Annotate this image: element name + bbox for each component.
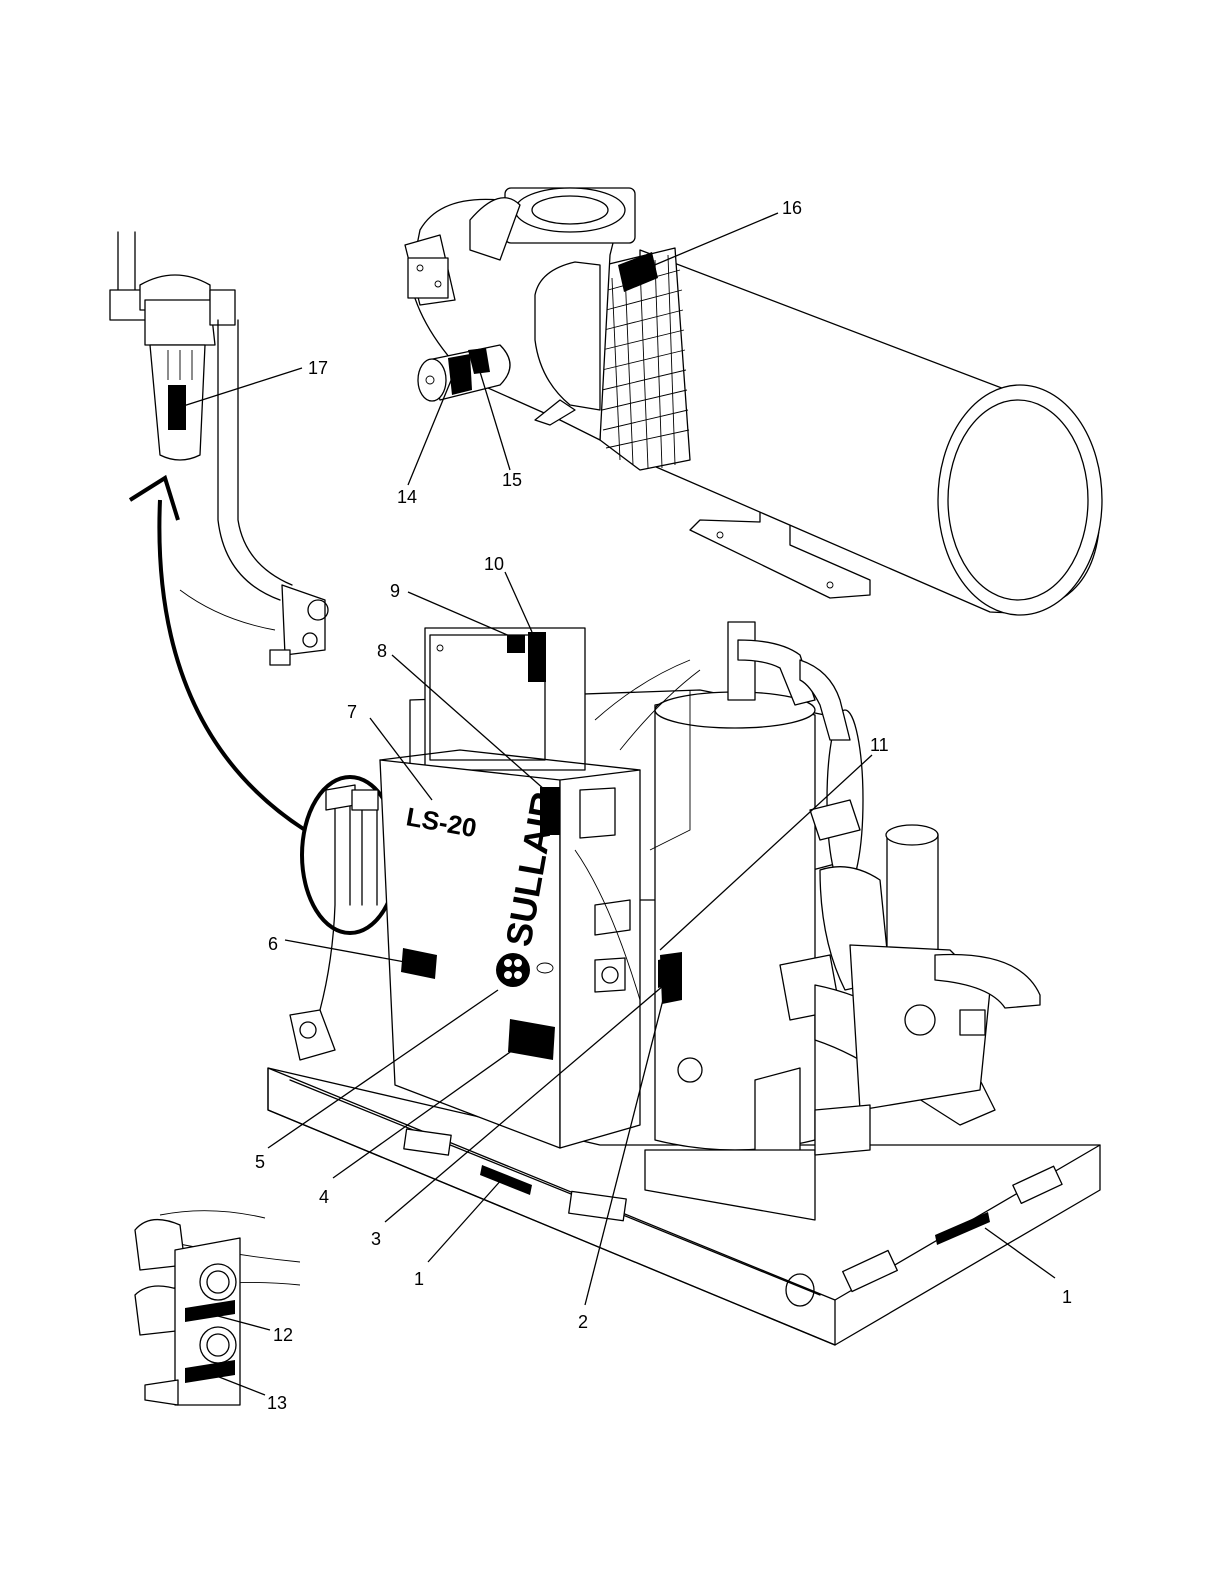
callout-3: 3 [371, 1229, 381, 1249]
callout-8: 8 [377, 641, 387, 661]
motor-assembly [405, 188, 1102, 615]
callout-16: 16 [782, 198, 802, 218]
callout-17: 17 [308, 358, 328, 378]
callout-2: 2 [578, 1312, 588, 1332]
callout-6: 6 [268, 934, 278, 954]
callout-13: 13 [267, 1393, 287, 1413]
decal-10 [528, 632, 546, 682]
callout-11: 11 [870, 735, 889, 755]
compressor-package: LS-20 SULLAIR [268, 622, 1100, 1345]
callout-5: 5 [255, 1152, 265, 1172]
callout-15: 15 [502, 470, 522, 490]
filter-detail [110, 232, 328, 665]
callout-7: 7 [347, 702, 357, 722]
callout-10: 10 [484, 554, 504, 574]
sullair-logo-icon [496, 953, 530, 987]
callout-4: 4 [319, 1187, 329, 1207]
detail-arrow [130, 478, 398, 933]
decal-14 [448, 354, 472, 395]
callout-9: 9 [390, 581, 400, 601]
callout-14: 14 [397, 487, 417, 507]
callout-1-left: 1 [414, 1269, 424, 1289]
decal-9 [507, 635, 525, 653]
callout-1-right: 1 [1062, 1287, 1072, 1307]
callout-12: 12 [273, 1325, 293, 1345]
